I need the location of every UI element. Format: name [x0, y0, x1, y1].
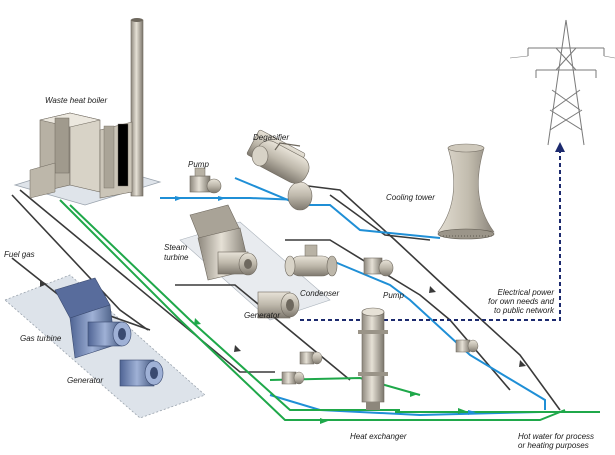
- electrical-line: [300, 150, 561, 321]
- label-generator-mid: Generator: [244, 311, 281, 320]
- label-condenser: Condenser: [300, 289, 340, 298]
- pipe-steam-condenser: [329, 259, 546, 410]
- label-pump-mid: Pump: [383, 291, 404, 300]
- arrow-steam-3: [468, 410, 476, 415]
- label-hot-water-1: Hot water for process: [518, 432, 595, 441]
- label-electrical-1: Electrical power: [497, 288, 554, 297]
- label-pump-top: Pump: [188, 160, 209, 169]
- label-electrical-2: for own needs and: [488, 297, 554, 306]
- arrow-green-2: [320, 418, 328, 424]
- arrow-dark-4: [519, 360, 526, 367]
- arrow-green-3: [194, 318, 201, 325]
- cooling-tower: [437, 143, 495, 240]
- arrow-green-1: [458, 408, 466, 414]
- arrow-dark-1: [40, 280, 47, 287]
- arrow-steam-2: [218, 196, 226, 201]
- pipe-green-1: [59, 199, 566, 421]
- gas-turbine: [54, 277, 132, 359]
- arrow-dark-5: [429, 286, 436, 293]
- pipe-steam-bottom: [269, 394, 541, 417]
- label-heat-exchanger: Heat exchanger: [350, 432, 407, 441]
- label-fuel-gas: Fuel gas: [4, 250, 35, 259]
- degasifier: [246, 129, 313, 211]
- arrow-steam-1: [175, 196, 183, 201]
- label-generator-low: Generator: [67, 376, 104, 385]
- pipe-green-2: [69, 204, 400, 411]
- label-cooling-tower: Cooling tower: [386, 193, 435, 202]
- pipe-steam-top: [160, 197, 301, 201]
- waste-heat-boiler: [29, 18, 144, 199]
- condenser: [284, 244, 338, 277]
- pipe-left-loop: [19, 189, 275, 373]
- steam-pipes: [160, 177, 546, 417]
- small-pumps: [281, 339, 479, 385]
- chimney: [130, 19, 144, 197]
- pipe-tower: [329, 194, 431, 241]
- pipe-mid-right: [175, 284, 351, 381]
- electrical-arrow: [555, 142, 565, 152]
- pipe-boiler-down: [11, 194, 149, 331]
- pump-mid: [363, 257, 394, 277]
- transmission-tower: [509, 19, 615, 146]
- pump-top: [189, 167, 222, 194]
- arrow-green-4: [410, 391, 418, 397]
- generator-mid: [257, 291, 300, 319]
- pipe-top-right: [299, 184, 561, 411]
- label-hot-water-2: or heating purposes: [518, 441, 589, 450]
- label-steam-turbine-2: turbine: [164, 253, 189, 262]
- pipe-steam-degasifier: [234, 177, 441, 239]
- label-steam-turbine-1: Steam: [164, 243, 188, 252]
- steam-turbine: [189, 204, 258, 281]
- heat-exchanger: [358, 307, 388, 410]
- label-gas-turbine: Gas turbine: [20, 334, 62, 343]
- label-electrical-3: to public network: [493, 306, 554, 315]
- label-degasifier: Degasifier: [253, 133, 290, 142]
- label-waste-heat-boiler: Waste heat boiler: [45, 96, 108, 105]
- arrow-dark-3: [234, 345, 241, 352]
- generator-low: [119, 359, 164, 387]
